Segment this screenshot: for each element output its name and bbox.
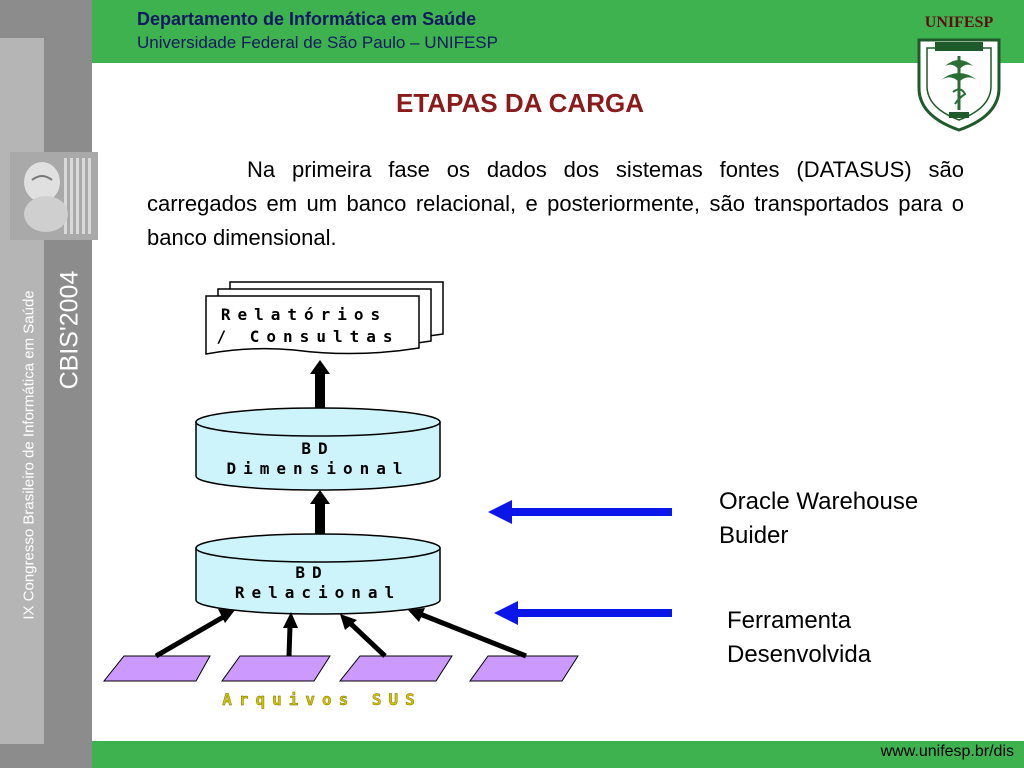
reports-line1: Relatórios: [221, 305, 387, 324]
slide-paragraph: Na primeira fase os dados dos sistemas f…: [147, 157, 964, 250]
footer-url[interactable]: www.unifesp.br/dis: [880, 743, 1014, 760]
sidebar-photo: [10, 152, 98, 240]
source-files: [102, 655, 579, 682]
header-subtitle: Universidade Federal de São Paulo – UNIF…: [137, 33, 498, 52]
logo-name: UNIFESP: [924, 14, 994, 31]
oracle-tool-label: Oracle Warehouse Buider: [719, 488, 919, 549]
file-to-db-arrows: [154, 608, 527, 659]
db-dimensional-line1: BD: [301, 439, 334, 458]
unifesp-logo: UNIFESP: [903, 14, 1015, 136]
arrow-up-shaft-middle: [315, 502, 325, 538]
source-file-2: [221, 655, 331, 682]
school-seal-icon: [917, 38, 1001, 132]
files-label: Arquivos SUS: [222, 690, 422, 709]
reports-line2: / Consultas: [217, 327, 400, 346]
header-bar: [92, 0, 1024, 63]
db-dimensional-cylinder: BD Dimensional: [195, 407, 441, 491]
blue-arrow-oracle: [488, 500, 672, 524]
source-file-3: [338, 655, 453, 682]
footer-bar: [92, 741, 1024, 768]
source-file-1: [102, 655, 211, 682]
header-title: Departamento de Informática em Saúde: [137, 9, 477, 29]
slide-title: ETAPAS DA CARGA: [396, 88, 644, 118]
arrow-up-head-top: [310, 360, 330, 374]
db-relacional-cylinder: BD Relacional: [195, 533, 441, 615]
db-dimensional-line2: Dimensional: [227, 459, 410, 478]
custom-tool-label: Ferramenta Desenvolvida: [727, 607, 872, 668]
source-file-4: [469, 655, 579, 682]
reports-document-stack: Relatórios / Consultas: [205, 281, 444, 355]
db-relacional-line1: BD: [295, 563, 328, 582]
blue-arrow-custom: [494, 601, 672, 625]
db-relacional-line2: Relacional: [235, 583, 401, 602]
arrow-up-head-middle: [310, 490, 330, 504]
arrow-up-shaft-top: [315, 370, 325, 414]
